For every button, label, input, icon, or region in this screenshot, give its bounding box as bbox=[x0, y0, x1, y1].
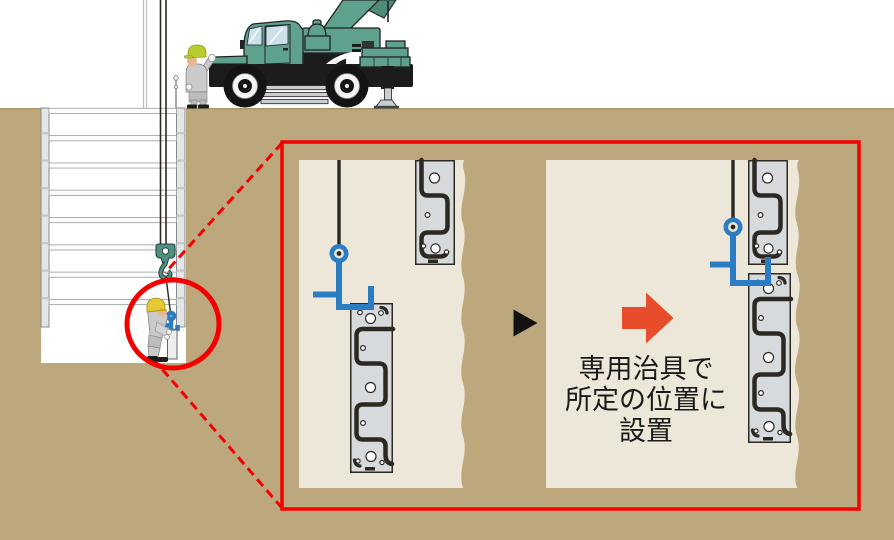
crane-engine-box bbox=[362, 41, 374, 52]
pit-strut bbox=[48, 189, 177, 196]
soil bbox=[794, 160, 843, 488]
callout-line-bottom bbox=[154, 361, 284, 509]
caption-line: 設置 bbox=[619, 416, 673, 446]
crane-door-handle bbox=[283, 48, 288, 51]
caption-line: 専用治具で bbox=[578, 354, 714, 384]
crane-pivot bbox=[307, 23, 327, 38]
sheet-pile-installed bbox=[416, 160, 455, 264]
step-2-panel bbox=[546, 160, 843, 488]
signal-worker-icon bbox=[184, 44, 216, 109]
inset-frame bbox=[280, 140, 861, 511]
pit-strut bbox=[48, 135, 177, 142]
pile-piece-mini bbox=[167, 329, 178, 360]
crane-wheel-front bbox=[223, 64, 267, 108]
pit-strut bbox=[48, 298, 177, 306]
pit-strut bbox=[48, 107, 177, 114]
crane-cables bbox=[142, 0, 167, 246]
hook-to-jig-cable bbox=[165, 276, 172, 314]
crane-outrigger bbox=[374, 66, 399, 109]
detail-inset bbox=[280, 140, 861, 511]
helmet-icon bbox=[187, 44, 207, 59]
pit-strut bbox=[48, 217, 177, 224]
sheet-pile-upper bbox=[749, 160, 788, 264]
pit-wall-joints bbox=[41, 132, 185, 300]
step-1-panel bbox=[299, 160, 510, 488]
inset-caption: 専用治具で 所定の位置に 設置 bbox=[546, 354, 746, 447]
pit-strut bbox=[48, 244, 177, 251]
lifting-jig-icon bbox=[710, 233, 771, 286]
sheet-pile-placed bbox=[749, 274, 791, 443]
surveying-pole-icon bbox=[173, 75, 179, 108]
next-step-arrow-icon bbox=[513, 309, 538, 337]
crane-cab-door bbox=[264, 23, 291, 65]
panel-background bbox=[546, 160, 843, 488]
pit-strut bbox=[48, 271, 177, 278]
pit-struts bbox=[48, 107, 177, 306]
crane-wheel-rear bbox=[325, 64, 369, 108]
pit-strut bbox=[48, 162, 177, 169]
callout-line-top bbox=[163, 141, 284, 275]
emphasis-arrow-icon bbox=[622, 292, 674, 344]
helmet-icon bbox=[146, 297, 166, 313]
caption-line: 所定の位置に bbox=[565, 385, 727, 415]
crane-side-steps bbox=[260, 85, 329, 105]
pit-wall-left bbox=[40, 107, 50, 328]
worker-face bbox=[187, 56, 197, 66]
lifting-jig-icon bbox=[313, 260, 374, 310]
sheet-pile-lifted bbox=[351, 304, 393, 473]
highlight-circle bbox=[124, 277, 222, 371]
crane-mirror bbox=[240, 40, 244, 49]
crane-rear-deck bbox=[359, 40, 411, 68]
pit-worker-icon bbox=[146, 297, 172, 362]
pit-wall-right bbox=[176, 107, 186, 328]
crane-icon bbox=[208, 0, 413, 109]
soil bbox=[461, 160, 510, 488]
